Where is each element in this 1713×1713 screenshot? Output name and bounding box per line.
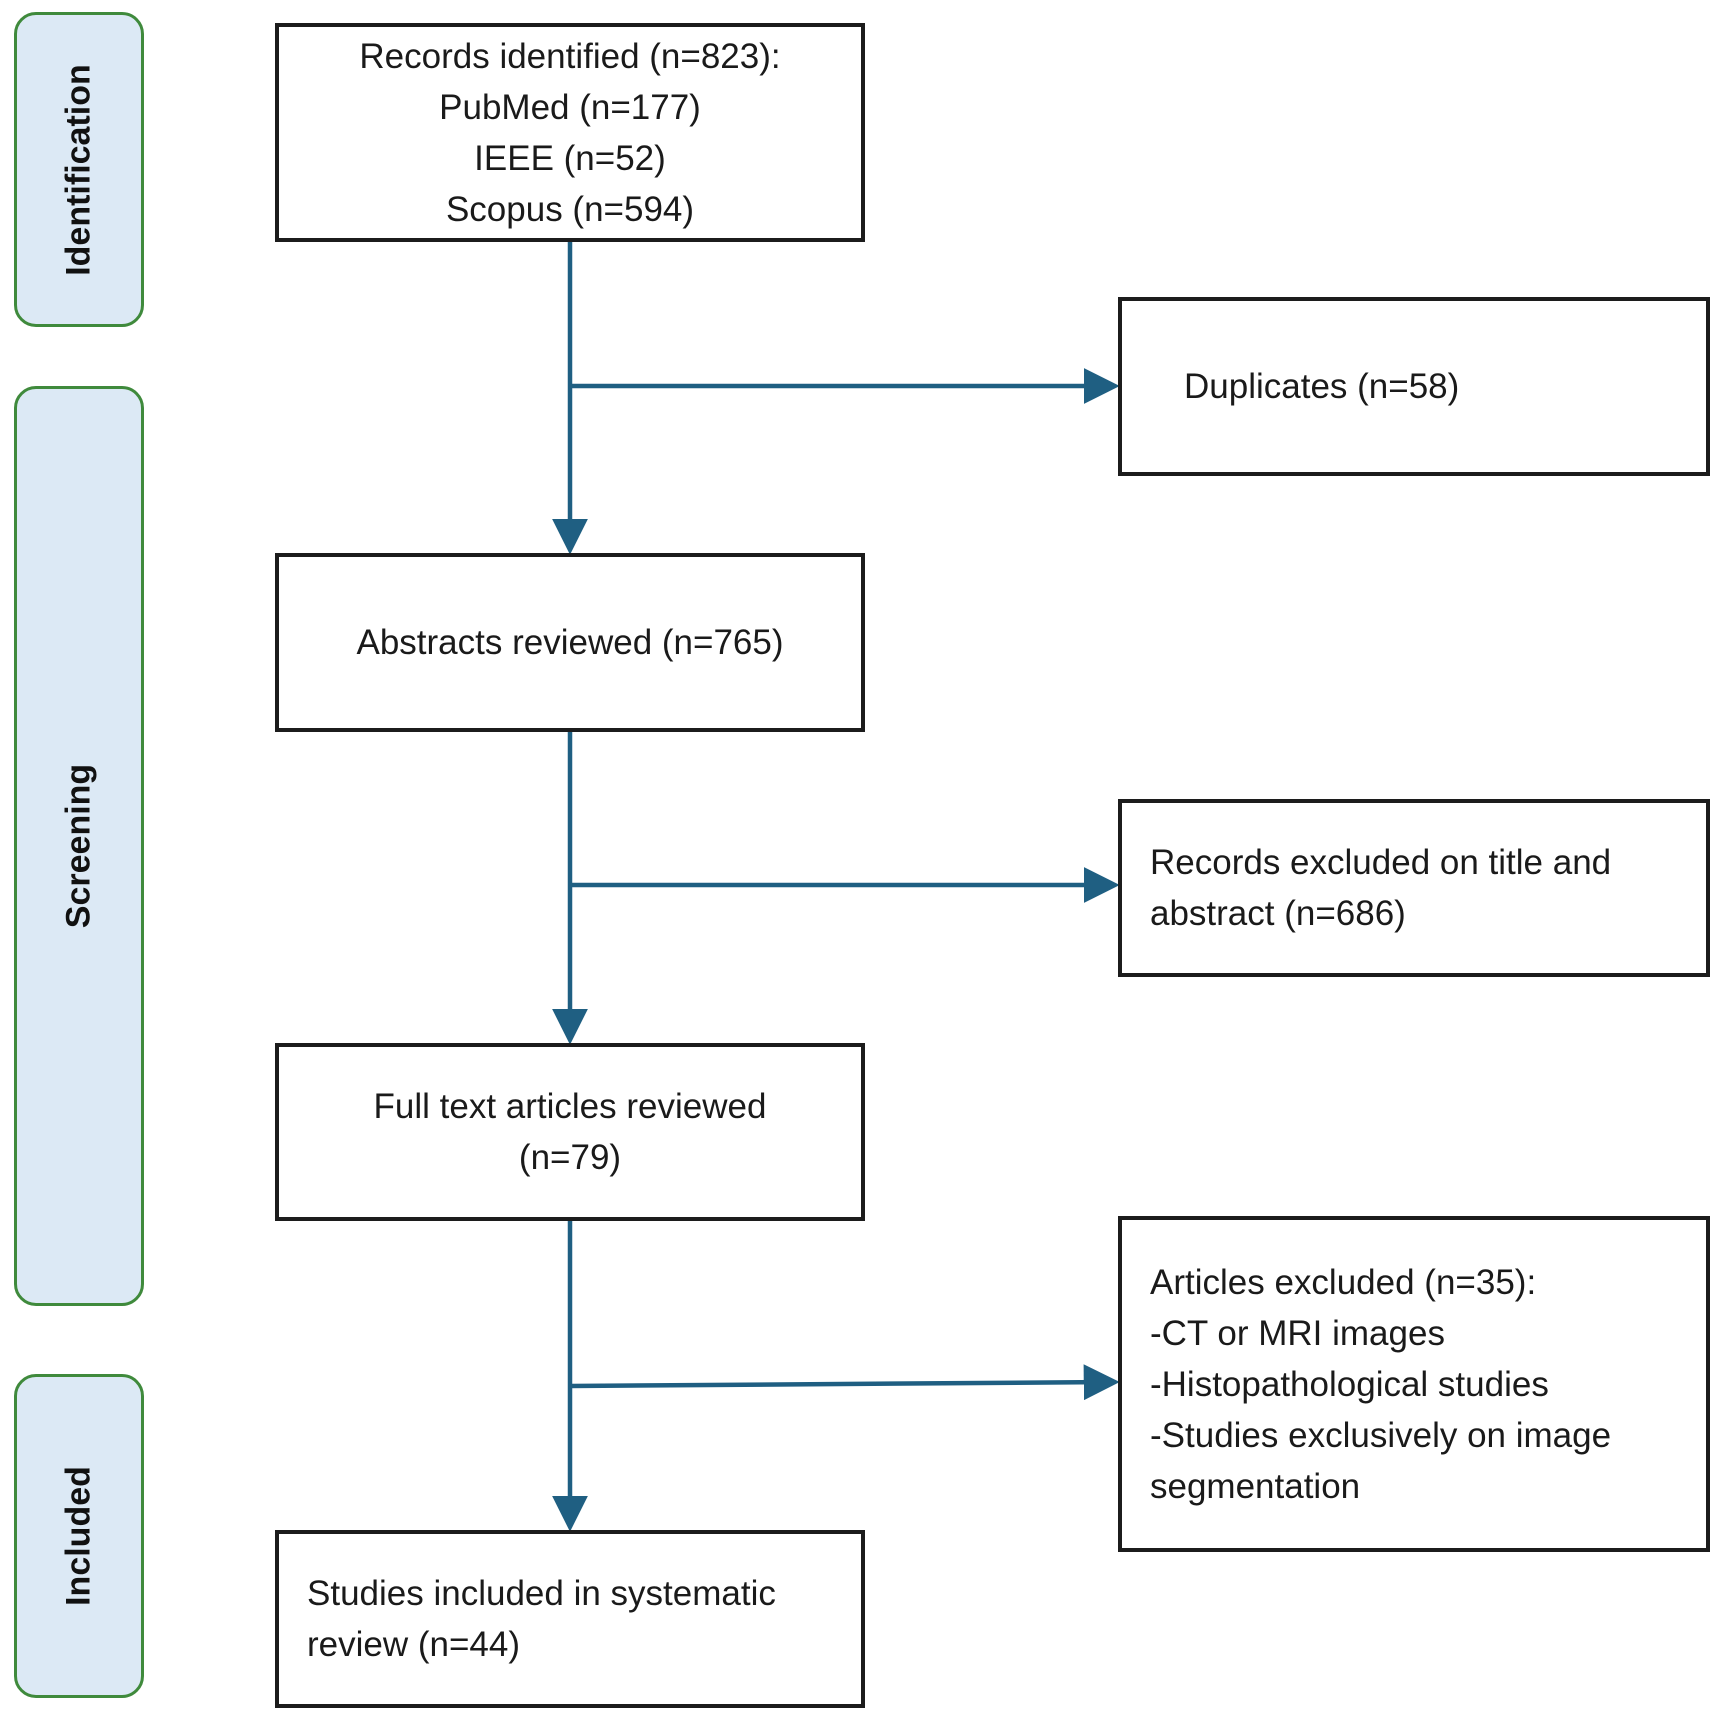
arrow-to-articles-excluded (569, 1364, 1120, 1401)
records-identified-box: Records identified (n=823): PubMed (n=17… (275, 23, 865, 242)
pubmed-line: PubMed (n=177) (439, 87, 701, 127)
duplicates-line: Duplicates (n=58) (1184, 367, 1460, 406)
studies-included-line-1: Studies included in systematic (307, 1574, 776, 1613)
full-text-line-1: Full text articles reviewed (373, 1087, 767, 1126)
full-text-reviewed-box: Full text articles reviewed (n=79) (275, 1043, 865, 1221)
records-excluded-line-1: Records excluded on title and (1150, 843, 1612, 882)
ieee-line: IEEE (n=52) (474, 138, 666, 178)
scopus-line: Scopus (n=594) (445, 189, 695, 229)
articles-excluded-line-5: segmentation (1150, 1466, 1361, 1506)
phase-identification: Identification (14, 12, 144, 327)
phase-screening: Screening (14, 386, 144, 1306)
duplicates-box: Duplicates (n=58) (1118, 297, 1710, 476)
abstracts-reviewed-line: Abstracts reviewed (n=765) (356, 623, 784, 662)
full-text-line-2: (n=79) (518, 1138, 622, 1177)
records-excluded-box: Records excluded on title and abstract (… (1118, 799, 1710, 977)
phase-identification-label: Identification (59, 63, 98, 276)
phase-included: Included (14, 1374, 144, 1698)
articles-excluded-line-4: -Studies exclusively on image (1150, 1415, 1612, 1455)
records-identified-line: Records identified (n=823): (359, 36, 781, 76)
articles-excluded-line-2: -CT or MRI images (1150, 1313, 1445, 1353)
studies-included-line-2: review (n=44) (307, 1625, 521, 1664)
phase-screening-label: Screening (59, 763, 98, 929)
phase-included-label: Included (59, 1466, 98, 1606)
studies-included-box: Studies included in systematic review (n… (275, 1530, 865, 1708)
articles-excluded-line-3: -Histopathological studies (1150, 1364, 1549, 1404)
records-excluded-line-2: abstract (n=686) (1150, 894, 1406, 933)
articles-excluded-box: Articles excluded (n=35): -CT or MRI ima… (1118, 1216, 1710, 1552)
abstracts-reviewed-box: Abstracts reviewed (n=765) (275, 553, 865, 732)
articles-excluded-line-1: Articles excluded (n=35): (1150, 1262, 1537, 1302)
